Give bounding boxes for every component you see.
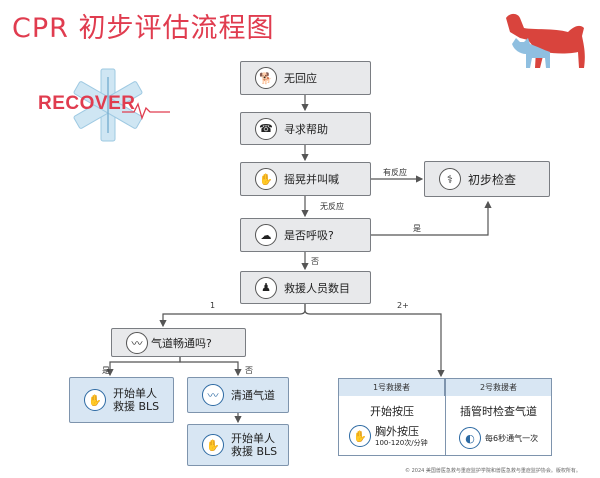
node-airway: 〰 气道畅通吗? bbox=[111, 328, 246, 357]
page-title: CPR 初步评估流程图 bbox=[12, 13, 275, 44]
compression-rate-label: 100-120次/分钟 bbox=[375, 439, 428, 447]
edge-label-responds: 有反应 bbox=[383, 168, 407, 177]
airway-icon: 〰 bbox=[126, 331, 148, 354]
node-label: 寻求帮助 bbox=[284, 122, 328, 136]
rescuer1-header: 1号救援者 bbox=[339, 379, 445, 396]
edge-label-no-response: 无反应 bbox=[320, 202, 344, 211]
stethoscope-icon: ⚕ bbox=[439, 168, 461, 190]
chest-compressions-label: 胸外按压 bbox=[375, 425, 419, 438]
edge-label-airway-yes: 是 bbox=[102, 366, 110, 375]
edge-label-breathing-no: 否 bbox=[311, 257, 319, 266]
node-label-line2: 救援 BLS bbox=[113, 400, 160, 413]
node-label-line1: 开始单人 bbox=[113, 387, 157, 400]
node-label: 初步检查 bbox=[468, 172, 517, 187]
dog-icon: 🐕 bbox=[255, 67, 277, 89]
hands-icon: ✋ bbox=[349, 425, 371, 447]
node-clear-airway: 〰 清通气道 bbox=[187, 377, 289, 413]
ventilation-label: 每6秒通气一次 bbox=[485, 434, 539, 443]
star-of-life-icon bbox=[73, 68, 170, 142]
bag-icon: ◐ bbox=[459, 427, 481, 449]
edge-label-one: 1 bbox=[210, 301, 216, 310]
logo-text: RECOVER bbox=[38, 93, 136, 114]
rescuer2-header: 2号救援者 bbox=[446, 379, 551, 396]
node-label: 摇晃并叫喊 bbox=[284, 173, 339, 186]
node-call-help: ☎ 寻求帮助 bbox=[240, 112, 371, 145]
start-compressions-label: 开始按压 bbox=[370, 405, 414, 418]
node-label-line1: 开始单人 bbox=[231, 432, 275, 445]
node-bls-single-1: ✋ 开始单人 救援 BLS bbox=[69, 377, 174, 423]
node-rescuer-count: ♟ 救援人员数目 bbox=[240, 271, 371, 304]
node-label: 清通气道 bbox=[231, 389, 275, 402]
node-bls-single-2: ✋ 开始单人 救援 BLS bbox=[187, 424, 289, 466]
node-label: 救援人员数目 bbox=[284, 281, 350, 295]
hands-icon: ✋ bbox=[202, 434, 224, 456]
person-icon: ♟ bbox=[255, 276, 277, 299]
recover-logo: RECOVER bbox=[30, 60, 180, 150]
airway-icon: 〰 bbox=[202, 384, 224, 406]
hand-icon: ✋ bbox=[255, 168, 277, 190]
panel-divider bbox=[445, 379, 446, 455]
node-label-line2: 救援 BLS bbox=[231, 445, 278, 458]
copyright-notice: © 2024 美国兽医急救与重症监护学院和兽医急救与重症监护协会。版权所有。 bbox=[405, 468, 581, 474]
breath-icon: ☁ bbox=[255, 224, 277, 246]
edge-label-two-plus: 2+ bbox=[397, 301, 409, 310]
node-label: 气道畅通吗? bbox=[151, 336, 212, 350]
dog-cat-icon bbox=[506, 13, 585, 68]
two-rescuer-panel: 1号救援者 2号救援者 开始按压 ✋ 胸外按压 100-120次/分钟 插管时检… bbox=[338, 378, 552, 456]
node-initial-check: ⚕ 初步检查 bbox=[424, 161, 550, 197]
node-label: 是否呼吸? bbox=[284, 229, 334, 242]
node-breathing: ☁ 是否呼吸? bbox=[240, 218, 371, 252]
node-shake-shout: ✋ 摇晃并叫喊 bbox=[240, 162, 371, 196]
edge-label-breathing-yes: 是 bbox=[413, 224, 421, 233]
node-no-response: 🐕 无回应 bbox=[240, 61, 371, 95]
node-label: 无回应 bbox=[284, 72, 317, 85]
intubate-label: 插管时检查气道 bbox=[460, 405, 537, 418]
phone-icon: ☎ bbox=[255, 117, 277, 140]
hands-icon: ✋ bbox=[84, 389, 106, 411]
edge-label-airway-no: 否 bbox=[245, 366, 253, 375]
